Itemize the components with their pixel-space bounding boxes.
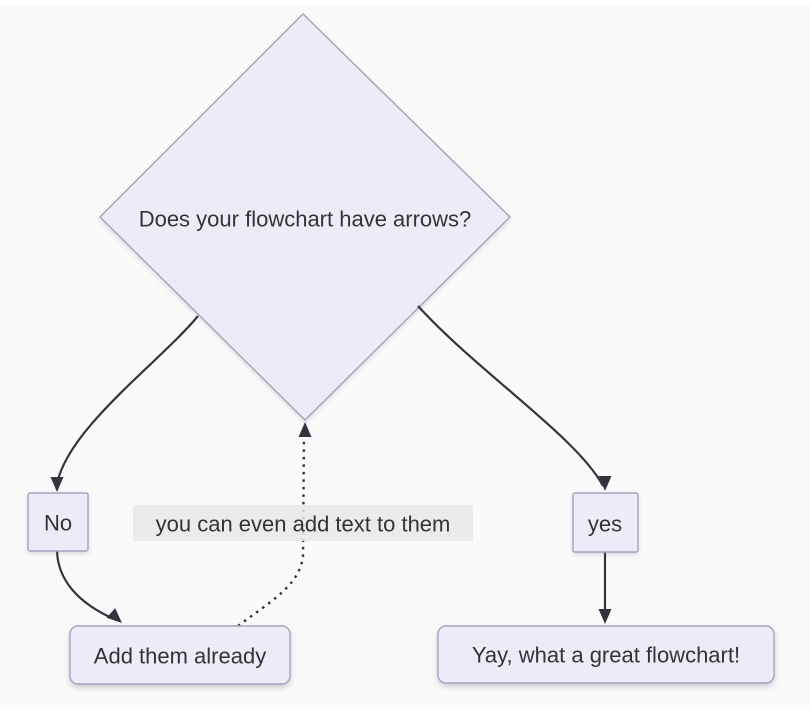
edge-decision-to-yes xyxy=(417,305,604,487)
edge-decision-to-no xyxy=(55,315,199,485)
arrowhead-no-to-add xyxy=(106,608,122,623)
node-add-label: Add them already xyxy=(94,644,266,669)
arrowhead-decision-to-no xyxy=(50,477,64,492)
canvas-margin-bottom xyxy=(0,707,810,720)
arrowhead-decision-to-yes xyxy=(598,476,612,491)
node-add xyxy=(69,625,291,685)
node-yes-label: yes xyxy=(588,512,622,537)
node-yes xyxy=(572,492,639,553)
node-decision-label: Does your flowchart have arrows? xyxy=(139,207,472,232)
edge-no-to-add xyxy=(55,550,115,621)
edge-label-background xyxy=(133,505,473,541)
node-no-label: No xyxy=(44,511,72,536)
node-decision xyxy=(99,13,511,421)
arrowhead-yes-to-yay xyxy=(598,609,612,624)
node-no xyxy=(27,492,89,552)
node-yay xyxy=(437,625,775,684)
canvas-margin-top xyxy=(0,0,810,6)
arrowhead-add-to-decision xyxy=(298,422,312,437)
node-yay-label: Yay, what a great flowchart! xyxy=(472,643,740,668)
edge-label: you can even add text to them xyxy=(156,512,451,537)
